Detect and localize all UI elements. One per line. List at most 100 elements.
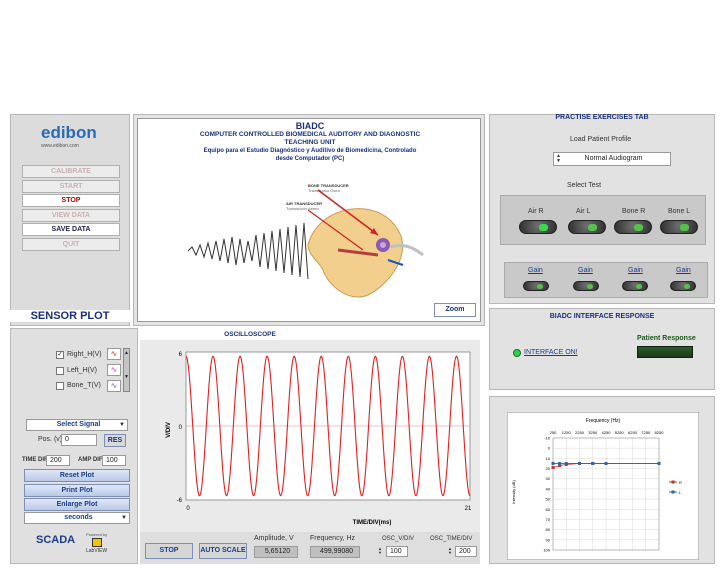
frequency-label: Frequency, Hz xyxy=(310,535,355,542)
audiogram-xtick: 5250 xyxy=(615,430,625,435)
audiogram-point-l xyxy=(591,461,595,465)
profile-selector[interactable]: Normal Audiogram xyxy=(553,152,671,166)
audiogram-ytick: 100 xyxy=(543,548,550,553)
osc-ylabel: V/DIV xyxy=(166,422,172,438)
test-label-air-r: Air R xyxy=(528,208,544,215)
select-signal-arrow[interactable]: ▼ xyxy=(119,422,125,428)
osc-ytick-bot: -6 xyxy=(177,498,183,504)
audiogram-ytick: 10 xyxy=(546,456,551,461)
audiogram-point-l xyxy=(558,461,562,465)
diagram-spanish-2: desde Computador (PC) xyxy=(275,156,345,162)
right-h-swatch: ∿ xyxy=(107,348,121,360)
osc-vdiv-stepper[interactable]: ▲▼ xyxy=(378,546,382,555)
time-diff-field[interactable]: 200 xyxy=(46,455,70,466)
enlarge-plot-button[interactable]: Enlarge Plot xyxy=(24,498,130,511)
audiogram-point-l xyxy=(657,461,661,465)
stop-osc-button[interactable]: STOP xyxy=(145,543,193,559)
osc-timediv-label: OSC_TIME/DIV xyxy=(430,536,473,542)
ear-canal xyxy=(337,248,379,257)
air-transducer-label: AIR TRANSDUCER Transductor Aéreo xyxy=(286,201,322,211)
legend-l: L xyxy=(679,490,682,495)
right-h-label: Right_H(V) xyxy=(67,351,102,358)
sound-wave xyxy=(187,222,309,280)
load-profile-label: Load Patient Profile xyxy=(570,136,632,143)
save-data-button[interactable]: SAVE DATA xyxy=(22,223,120,236)
gain-button-3[interactable] xyxy=(622,281,648,291)
gain-label-2: Gain xyxy=(578,267,593,274)
gain-label-3: Gain xyxy=(628,267,643,274)
air-l-button[interactable] xyxy=(568,220,606,234)
diagram-spanish-1: Equipo para el Estudio Diagnóstico y Aud… xyxy=(203,148,417,154)
ear-sound-illustration xyxy=(187,189,424,298)
left-h-swatch: ∿ xyxy=(107,364,121,376)
diagram-canvas: BIADC COMPUTER CONTROLLED BIOMEDICAL AUD… xyxy=(137,118,481,322)
profile-stepper[interactable]: ▲▼ xyxy=(556,153,561,164)
units-dropdown-arrow[interactable]: ▼ xyxy=(121,515,127,521)
osc-xlabel: TIME/DIV(ms) xyxy=(353,520,392,526)
audiogram-point-l xyxy=(551,461,555,465)
practise-tab-title: PRACTISE EXERCISES TAB xyxy=(555,114,649,121)
interface-title: BIADC INTERFACE RESPONSE xyxy=(549,313,655,320)
right-h-checkbox[interactable]: ✓ xyxy=(56,351,64,359)
units-dropdown[interactable]: seconds xyxy=(24,512,130,524)
start-button[interactable]: START xyxy=(22,180,120,193)
audiogram-ytick: 80 xyxy=(546,527,551,532)
patient-response-label: Patient Response xyxy=(637,335,696,342)
audiogram-point-r xyxy=(551,466,555,470)
print-plot-button[interactable]: Print Plot xyxy=(24,484,130,497)
audiogram-ylabel: Intensity (dB) xyxy=(511,480,516,504)
channel-scrollbar[interactable]: ▲▼ xyxy=(123,348,130,392)
bone-r-button[interactable] xyxy=(614,220,652,234)
audiogram-ytick: 70 xyxy=(546,517,551,522)
bone-l-button[interactable] xyxy=(660,220,698,234)
pos-field[interactable]: 0 xyxy=(61,434,97,446)
air-r-button[interactable] xyxy=(519,220,557,234)
scada-logo: SCADA xyxy=(36,534,76,546)
autoscale-button[interactable]: AUTO SCALE xyxy=(199,543,247,559)
osc-ytick-mid: 0 xyxy=(179,425,183,431)
left-h-checkbox[interactable] xyxy=(56,367,64,375)
osc-timediv-stepper[interactable]: ▲▼ xyxy=(448,546,452,555)
test-label-air-l: Air L xyxy=(576,208,591,215)
diagram-subtitle-1: COMPUTER CONTROLLED BIOMEDICAL AUDITORY … xyxy=(199,131,421,138)
gain-label-4: Gain xyxy=(676,267,691,274)
audiogram-plot-area xyxy=(552,437,660,551)
audiogram-ytick: 0 xyxy=(548,446,551,451)
patient-response-indicator xyxy=(637,346,693,358)
select-signal-dropdown[interactable]: Select Signal xyxy=(26,419,128,431)
quit-button[interactable]: QUIT xyxy=(22,238,120,251)
view-data-button[interactable]: VIEW DATA xyxy=(22,209,120,222)
osc-timediv-field[interactable]: 200 xyxy=(455,546,477,557)
bone-arrow xyxy=(317,189,379,236)
reset-plot-button[interactable]: Reset Plot xyxy=(24,469,130,482)
gain-button-2[interactable] xyxy=(573,281,599,291)
res-button[interactable]: RES xyxy=(104,434,126,447)
audiogram-ytick: 90 xyxy=(546,537,551,542)
amplitude-value: 5,65120 xyxy=(254,546,298,558)
audiogram-point-l xyxy=(604,461,608,465)
audiogram-point-l xyxy=(578,461,581,465)
diagram-title: BIADC xyxy=(295,121,325,131)
pos-label: Pos. (v) xyxy=(38,436,63,443)
audiogram-ytick: 60 xyxy=(546,507,551,512)
audiogram-ytick: 40 xyxy=(546,486,551,491)
bone-t-checkbox[interactable] xyxy=(56,382,64,390)
gain-button-4[interactable] xyxy=(670,281,696,291)
legend-r: R xyxy=(679,480,682,485)
osc-xtick-end: 21 xyxy=(465,506,472,512)
profile-value: Normal Audiogram xyxy=(584,155,643,162)
air-arrow xyxy=(307,209,364,251)
left-h-label: Left_H(V) xyxy=(67,367,97,374)
audiogram-xtick: 7250 xyxy=(641,430,651,435)
amp-diff-field[interactable]: 100 xyxy=(102,455,126,466)
calibrate-button[interactable]: CALIBRATE xyxy=(22,165,120,178)
audiogram-xtick: 4250 xyxy=(602,430,612,435)
oscilloscope-title: OSCILLOSCOPE xyxy=(224,331,276,338)
amp-diff-label: AMP DIFF xyxy=(78,457,107,463)
osc-vdiv-field[interactable]: 100 xyxy=(386,546,408,557)
bone-t-label: Bone_T(V) xyxy=(67,382,101,389)
gain-button-1[interactable] xyxy=(523,281,549,291)
oscilloscope-chart: 6 0 -6 0 21 TIME/DIV(ms) V/DIV xyxy=(140,340,480,532)
stop-button[interactable]: STOP xyxy=(22,194,120,207)
zoom-button[interactable]: Zoom xyxy=(434,303,476,317)
